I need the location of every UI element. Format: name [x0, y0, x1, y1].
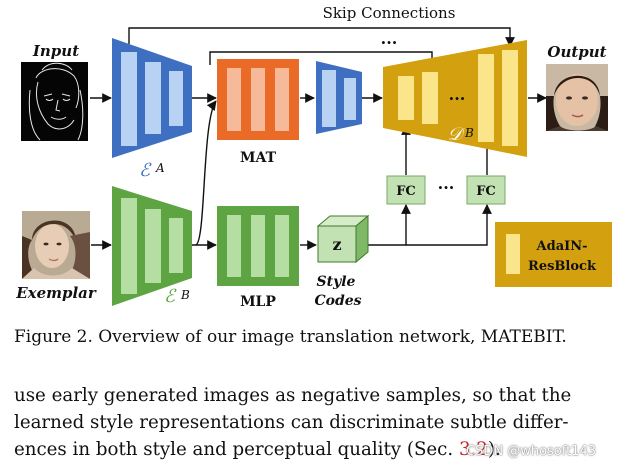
legend-label-line1: AdaIN-: [536, 239, 588, 254]
mat-label: MAT: [240, 150, 277, 166]
encoder-b: [112, 186, 192, 306]
body-line-3: ences in both style and perceptual quali…: [14, 436, 624, 463]
exemplar-label: Exemplar: [15, 284, 97, 302]
z-label: z: [332, 235, 341, 254]
network-diagram: Skip Connections ··· Input Output: [15, 4, 612, 310]
top-ellipsis: ···: [381, 33, 398, 52]
decoder-ellipsis: ···: [449, 89, 466, 108]
fc-left-label: FC: [396, 184, 416, 199]
input-sketch-image: [21, 62, 88, 141]
output-label: Output: [547, 43, 606, 61]
exemplar-image: [22, 211, 90, 279]
style-codes-label-line1: Style: [317, 274, 356, 290]
decoder-b-subscript: B: [464, 126, 474, 140]
style-code-cube: [316, 214, 370, 264]
skip-connections-label: Skip Connections: [323, 4, 456, 22]
mlp-block: [217, 206, 299, 286]
mat-block: [217, 59, 299, 140]
fc-right-label: FC: [476, 184, 496, 199]
body-line-3-text: ences in both style and perceptual quali…: [14, 439, 459, 460]
encoder-a-label: ℰ: [139, 160, 152, 181]
figure-caption: Figure 2. Overview of our image translat…: [14, 327, 567, 347]
flow-arrows: [90, 93, 547, 250]
fc-ellipsis: ···: [438, 178, 455, 197]
encoder-a: [112, 38, 192, 158]
output-image: [546, 64, 608, 131]
style-codes-label-line2: Codes: [314, 293, 361, 309]
encoder-b-subscript: B: [180, 288, 190, 302]
body-paragraph: use early generated images as negative s…: [14, 382, 624, 463]
watermark: CSDN @whosoft143: [466, 444, 597, 459]
encoder-a-subscript: A: [155, 161, 165, 175]
legend-adain-resblock: [495, 222, 612, 287]
input-label: Input: [32, 42, 79, 60]
legend-label-line2: ResBlock: [528, 259, 597, 274]
decoder-b-label: 𝒟: [448, 124, 466, 145]
body-line-3-end: ).: [487, 439, 501, 460]
decoder-b: [383, 40, 527, 157]
encoder-b-label: ℰ: [164, 286, 177, 307]
section-reference-link[interactable]: 3.2: [458, 439, 488, 460]
body-line-1: use early generated images as negative s…: [14, 385, 572, 406]
mlp-label: MLP: [240, 294, 276, 310]
fc-left-box: [386, 175, 426, 205]
fc-right-box: [466, 175, 506, 205]
body-line-2: learned style representations can discri…: [14, 412, 569, 433]
mid-encoder: [316, 61, 362, 134]
